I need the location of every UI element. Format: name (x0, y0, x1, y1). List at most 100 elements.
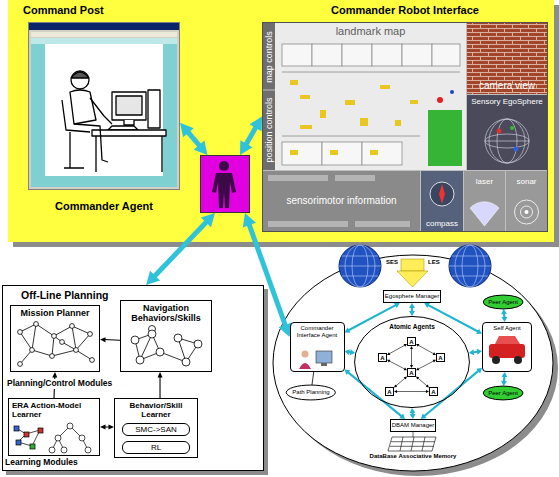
node-label: sensorimotor information (286, 195, 396, 207)
mission-graph (30, 348, 35, 353)
connector-arrow (152, 220, 208, 279)
node-label: A (380, 355, 384, 361)
camera-pane: camera view (467, 23, 547, 94)
landmark-map-image (282, 142, 322, 165)
mission-graph (50, 354, 55, 359)
sonar-image (515, 200, 539, 224)
node-label: ERA Action-Model Learner (12, 401, 96, 419)
sensor-readout-image (268, 175, 328, 181)
mission-graph (52, 334, 57, 339)
era-model-graph (79, 435, 85, 441)
mission-graph (18, 362, 23, 367)
connector-arrow (348, 351, 352, 354)
behavior-graph (131, 330, 202, 366)
era-model-graph (49, 447, 55, 453)
connector-arrow (418, 378, 428, 387)
node-label: Mission Planner (20, 308, 89, 318)
camera-image (467, 23, 547, 94)
egosphere-image (497, 129, 502, 134)
sensor-readout-image (263, 171, 420, 231)
era-model-graph (55, 435, 61, 441)
globe-icon (449, 245, 491, 287)
planning-panel-background (2, 285, 264, 471)
node-label: Peer Agent (488, 390, 518, 397)
landmark-map-image (432, 44, 460, 66)
mission-graph (18, 322, 95, 367)
robot-car-icon (495, 336, 520, 344)
landmark-map-image (275, 23, 466, 170)
era-model-graph (30, 444, 35, 449)
operator-icon (299, 351, 332, 370)
node-label: landmark map (333, 25, 409, 38)
commander-agent-icon (200, 155, 250, 213)
commander-figure (116, 96, 142, 115)
node-label: position controls (264, 97, 274, 162)
landmark-map-image (300, 95, 310, 99)
node-label: Command Post (23, 4, 104, 17)
annotation-label: Learning Modules (5, 458, 78, 468)
laser-pane: laser (464, 171, 505, 231)
connector-arrow (503, 312, 506, 318)
landmark-map-image (275, 23, 466, 170)
sensor-readout-image (263, 171, 420, 231)
egosphere-image (485, 141, 529, 142)
node-label: Commander Robot Interface (233, 4, 559, 17)
behavior-graph (156, 348, 164, 356)
ellipse-shape (355, 316, 470, 407)
egosphere-image (485, 134, 529, 148)
era-model-graph (14, 426, 19, 431)
connector-arrow (104, 426, 111, 427)
egosphere-image (510, 126, 514, 130)
node-label: Sensory EgoSphere (471, 97, 543, 106)
commander-figure (124, 120, 134, 125)
node-label: Commander Agent (55, 200, 153, 213)
robot-car-icon (489, 336, 525, 364)
module-box: ERA Action-Model Learner (8, 398, 100, 456)
commander-figure (71, 72, 89, 78)
globe-icon (449, 245, 491, 287)
task-ellipse: Path Planning (286, 385, 336, 400)
connector-arrow (347, 372, 402, 417)
atomic-agent-box: A (378, 353, 387, 362)
camera-image (467, 23, 547, 94)
node-label: sonar (516, 177, 536, 186)
commander-figure (70, 90, 96, 124)
operator-icon (316, 351, 332, 363)
planning-panel: Off-Line PlanningMission PlannerNavigati… (2, 285, 264, 471)
mission-graph (70, 324, 75, 329)
interface-screen (262, 22, 548, 232)
agent-pool-ellipse: Atomic AgentsAAAAAA (354, 316, 470, 408)
database-icon (413, 432, 414, 437)
agent-system-ellipse (273, 255, 553, 471)
globe-icon (339, 256, 381, 276)
landmark-map-image (450, 90, 454, 94)
laser-image (464, 171, 505, 231)
manager-box: DBAM Manager (390, 419, 436, 432)
landmark-map-image (437, 97, 443, 103)
interface-screen (263, 90, 275, 91)
mission-graph (74, 348, 79, 353)
sensor-readout-image (355, 221, 410, 227)
landmark-map-image (330, 150, 338, 155)
node-label: A (431, 389, 435, 395)
behavior-graph (131, 336, 139, 344)
connector-arrow (103, 339, 120, 341)
connector-arrow (248, 221, 286, 328)
connector-arrow (418, 345, 434, 354)
interface-window: Commander Robot Interfacemap controlslan… (262, 22, 548, 232)
agent-box: Commander Agent (200, 155, 250, 213)
egosphere-pane: Sensory EgoSphere (467, 95, 547, 170)
connector-arrow (418, 361, 434, 370)
sensor-pane: sensorimotor information (263, 171, 420, 231)
connector-arrow (244, 124, 257, 147)
planning-panel-background (2, 285, 268, 475)
compass-image (439, 184, 445, 204)
landmark-map-image (312, 44, 342, 66)
connector-arrow (396, 378, 406, 387)
command-area-panel (8, 0, 554, 242)
connector-arrow (159, 376, 160, 399)
landmark-map-image (402, 44, 432, 66)
node-label: Peer Agent (488, 299, 518, 306)
commander-figure (62, 71, 166, 172)
commander-figure (148, 90, 160, 128)
